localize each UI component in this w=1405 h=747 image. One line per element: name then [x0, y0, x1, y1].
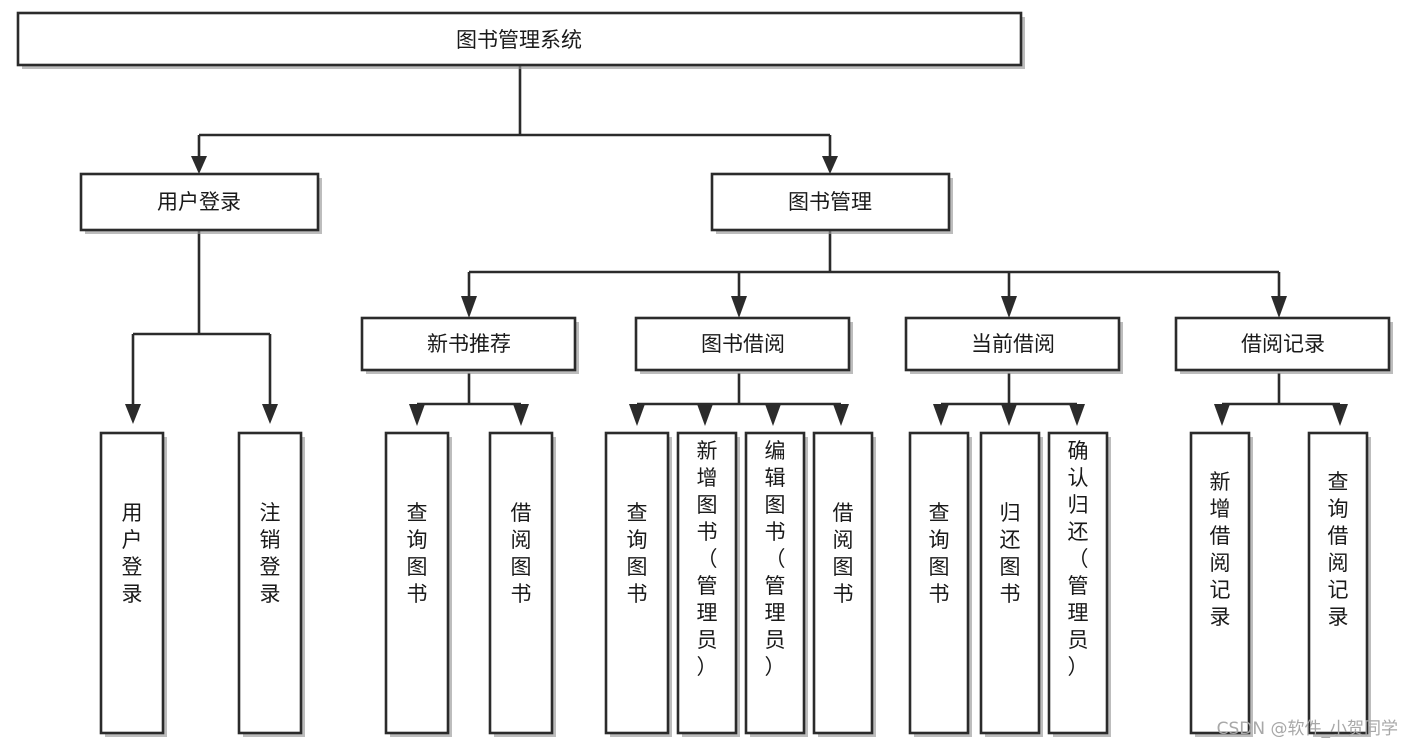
- node-leaf-query-book-2[interactable]: 查询图书: [604, 431, 672, 737]
- leaf-borrow-book-2-label: 借阅图书: [833, 501, 854, 606]
- leaf-add-book-box: [676, 431, 738, 735]
- node-user-login[interactable]: 用户登录: [79, 172, 322, 234]
- node-leaf-user-logout[interactable]: 注销登录: [237, 431, 305, 737]
- leaf-confirm-return-label: 确认归还（管理员）: [1068, 439, 1089, 679]
- node-book-borrow[interactable]: 图书借阅: [634, 316, 853, 374]
- node-current-borrow[interactable]: 当前借阅: [904, 316, 1123, 374]
- arrowhead-leaf-borrow-book-1: [513, 404, 529, 426]
- borrow-record-label: 借阅记录: [1241, 332, 1325, 356]
- arrowhead-leaf-query-book-3: [933, 404, 949, 426]
- root-box: [16, 11, 1023, 67]
- arrowhead-borrow-record: [1271, 296, 1287, 318]
- leaf-user-login-label: 用户登录: [122, 501, 143, 606]
- leaf-add-book-label: 新增图书（管理员）: [697, 439, 718, 679]
- node-leaf-query-book-1[interactable]: 查询图书: [384, 431, 452, 737]
- current-borrow-box: [904, 316, 1121, 372]
- node-leaf-edit-book[interactable]: 编辑图书（管理员）: [744, 431, 808, 737]
- arrowhead-leaf-query-book-1: [409, 404, 425, 426]
- leaf-borrow-book-2-box: [812, 431, 874, 735]
- arrowhead-leaf-edit-book: [765, 404, 781, 426]
- arrowhead-book-borrow: [731, 296, 747, 318]
- leaf-user-logout-label: 注销登录: [260, 501, 281, 606]
- book-borrow-box: [634, 316, 851, 372]
- node-leaf-borrow-book-1[interactable]: 借阅图书: [488, 431, 556, 737]
- node-leaf-query-book-3[interactable]: 查询图书: [908, 431, 972, 737]
- node-leaf-confirm-return[interactable]: 确认归还（管理员）: [1047, 431, 1111, 737]
- arrowhead-leaf-query-book-2: [629, 404, 645, 426]
- arrowhead-leaf-borrow-book-2: [833, 404, 849, 426]
- arrowhead-leaf-query-record: [1332, 404, 1348, 426]
- leaf-query-book-1-label: 查询图书: [407, 501, 428, 606]
- user-login-box: [79, 172, 320, 232]
- new-book-recommend-box: [360, 316, 577, 372]
- book-manage-label: 图书管理: [788, 190, 872, 214]
- book-borrow-label: 图书借阅: [701, 332, 785, 356]
- arrowhead-leaf-return-book: [1001, 404, 1017, 426]
- node-leaf-user-login[interactable]: 用户登录: [99, 431, 167, 737]
- current-borrow-label: 当前借阅: [971, 332, 1055, 356]
- node-root[interactable]: 图书管理系统: [16, 11, 1025, 69]
- leaf-edit-book-label: 编辑图书（管理员）: [765, 439, 786, 679]
- leaf-add-record-box: [1189, 431, 1251, 735]
- arrowhead-book-manage: [822, 156, 838, 174]
- arrowhead-new-book-recommend: [461, 296, 477, 318]
- arrowhead-leaf-confirm-return: [1069, 404, 1085, 426]
- new-book-recommend-label: 新书推荐: [427, 332, 511, 356]
- leaf-return-book-box: [979, 431, 1041, 735]
- leaf-query-record-label: 查询借阅记录: [1328, 470, 1349, 629]
- leaf-user-logout-box: [237, 431, 303, 735]
- arrowhead-leaf-user-logout: [262, 404, 278, 424]
- leaf-return-book-label: 归还图书: [1000, 501, 1021, 606]
- leaf-query-record-box: [1307, 431, 1369, 735]
- leaf-confirm-return-box: [1047, 431, 1109, 735]
- leaf-query-book-3-box: [908, 431, 970, 735]
- leaf-edit-book-box: [744, 431, 806, 735]
- node-new-book-recommend[interactable]: 新书推荐: [360, 316, 579, 374]
- node-book-manage[interactable]: 图书管理: [710, 172, 953, 234]
- leaf-query-book-2-box: [604, 431, 670, 735]
- connector-layer: [125, 66, 1348, 426]
- node-leaf-add-book[interactable]: 新增图书（管理员）: [676, 431, 740, 737]
- node-leaf-borrow-book-2[interactable]: 借阅图书: [812, 431, 876, 737]
- book-manage-box: [710, 172, 951, 232]
- user-login-label: 用户登录: [157, 190, 241, 214]
- node-leaf-add-record[interactable]: 新增借阅记录: [1189, 431, 1253, 737]
- leaf-query-book-2-label: 查询图书: [627, 501, 648, 606]
- arrowhead-leaf-add-book: [697, 404, 713, 426]
- arrowhead-leaf-add-record: [1214, 404, 1230, 426]
- arrowhead-current-borrow: [1001, 296, 1017, 318]
- leaf-user-login-box: [99, 431, 165, 735]
- arrowhead-user-login: [191, 156, 207, 174]
- node-borrow-record[interactable]: 借阅记录: [1174, 316, 1393, 374]
- leaf-add-record-label: 新增借阅记录: [1210, 470, 1231, 629]
- arrowhead-leaf-user-login: [125, 404, 141, 424]
- node-leaf-query-record[interactable]: 查询借阅记录: [1307, 431, 1371, 737]
- leaf-query-book-3-label: 查询图书: [929, 501, 950, 606]
- root-label: 图书管理系统: [456, 28, 582, 52]
- leaf-borrow-book-1-label: 借阅图书: [511, 501, 532, 606]
- watermark-label: CSDN @软件_小贺同学: [1217, 719, 1398, 739]
- node-leaf-return-book[interactable]: 归还图书: [979, 431, 1043, 737]
- leaf-borrow-book-1-box: [488, 431, 554, 735]
- leaf-query-book-1-box: [384, 431, 450, 735]
- borrow-record-box: [1174, 316, 1391, 372]
